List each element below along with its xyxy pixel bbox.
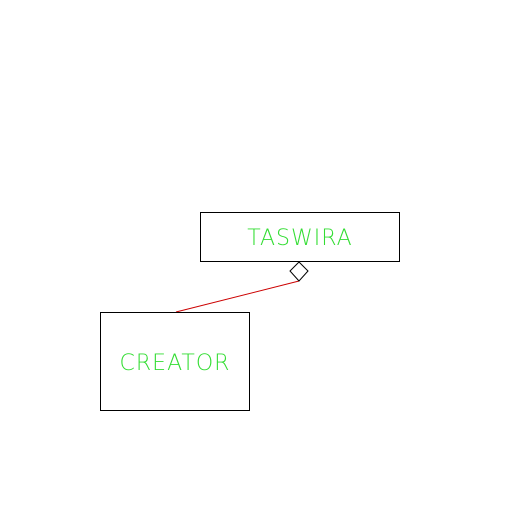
node-taswira-label: TASWIRA	[247, 226, 352, 251]
aggregation-edge-line	[175, 280, 300, 313]
node-taswira[interactable]: TASWIRA	[200, 212, 400, 262]
node-taswira-box	[200, 212, 400, 262]
node-creator[interactable]: CREATOR	[100, 312, 250, 411]
node-creator-box	[100, 312, 250, 411]
node-creator-label: CREATOR	[120, 351, 231, 376]
aggregation-diamond-icon	[289, 261, 309, 282]
